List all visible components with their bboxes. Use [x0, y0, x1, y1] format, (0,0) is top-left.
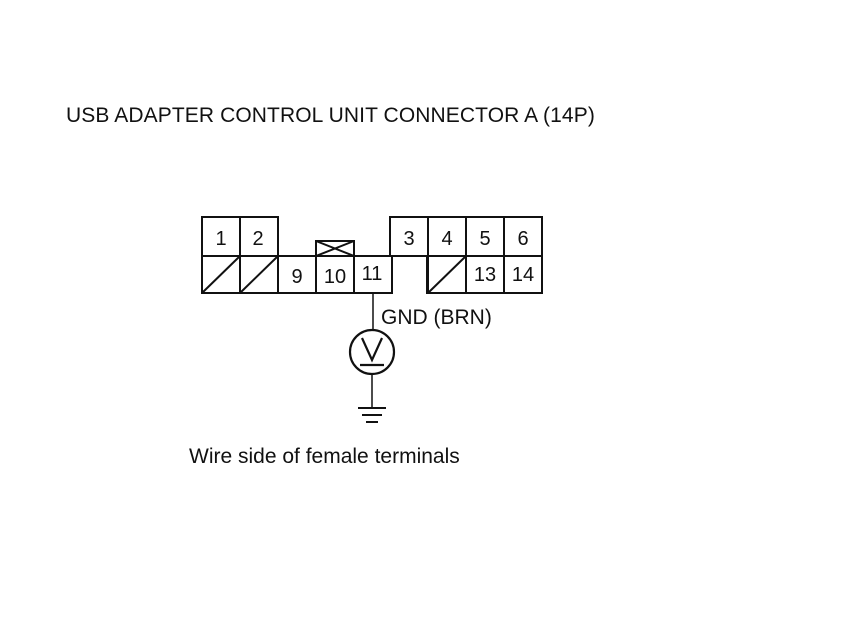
pin-label-6: 6 — [517, 228, 528, 250]
pin-label-13: 13 — [474, 264, 496, 286]
pin-label-9: 9 — [291, 266, 302, 288]
pin-label-5: 5 — [479, 228, 490, 250]
empty-cavity-mark — [427, 255, 467, 294]
connector-lock-tab — [315, 240, 355, 257]
wire-label: GND (BRN) — [381, 306, 492, 329]
pin-label-2: 2 — [252, 228, 263, 250]
voltmeter-icon — [348, 328, 396, 376]
empty-cavity-marks — [201, 255, 467, 294]
pin-label-11: 11 — [362, 263, 383, 285]
empty-cavity-mark — [201, 255, 241, 294]
pin-label-14: 14 — [512, 264, 534, 286]
pin-label-3: 3 — [403, 228, 414, 250]
diagram-caption: Wire side of female terminals — [189, 445, 460, 468]
pin-label-10: 10 — [324, 266, 346, 288]
diagram-title: USB ADAPTER CONTROL UNIT CONNECTOR A (14… — [66, 104, 595, 127]
pin-label-1: 1 — [215, 228, 226, 250]
empty-cavity-mark — [239, 255, 279, 294]
ground-icon — [358, 407, 386, 423]
connector-cell-dividers — [239, 217, 505, 293]
pin-label-4: 4 — [441, 228, 452, 250]
pin-labels: 1 2 3 4 5 6 9 10 11 13 14 — [215, 228, 534, 288]
